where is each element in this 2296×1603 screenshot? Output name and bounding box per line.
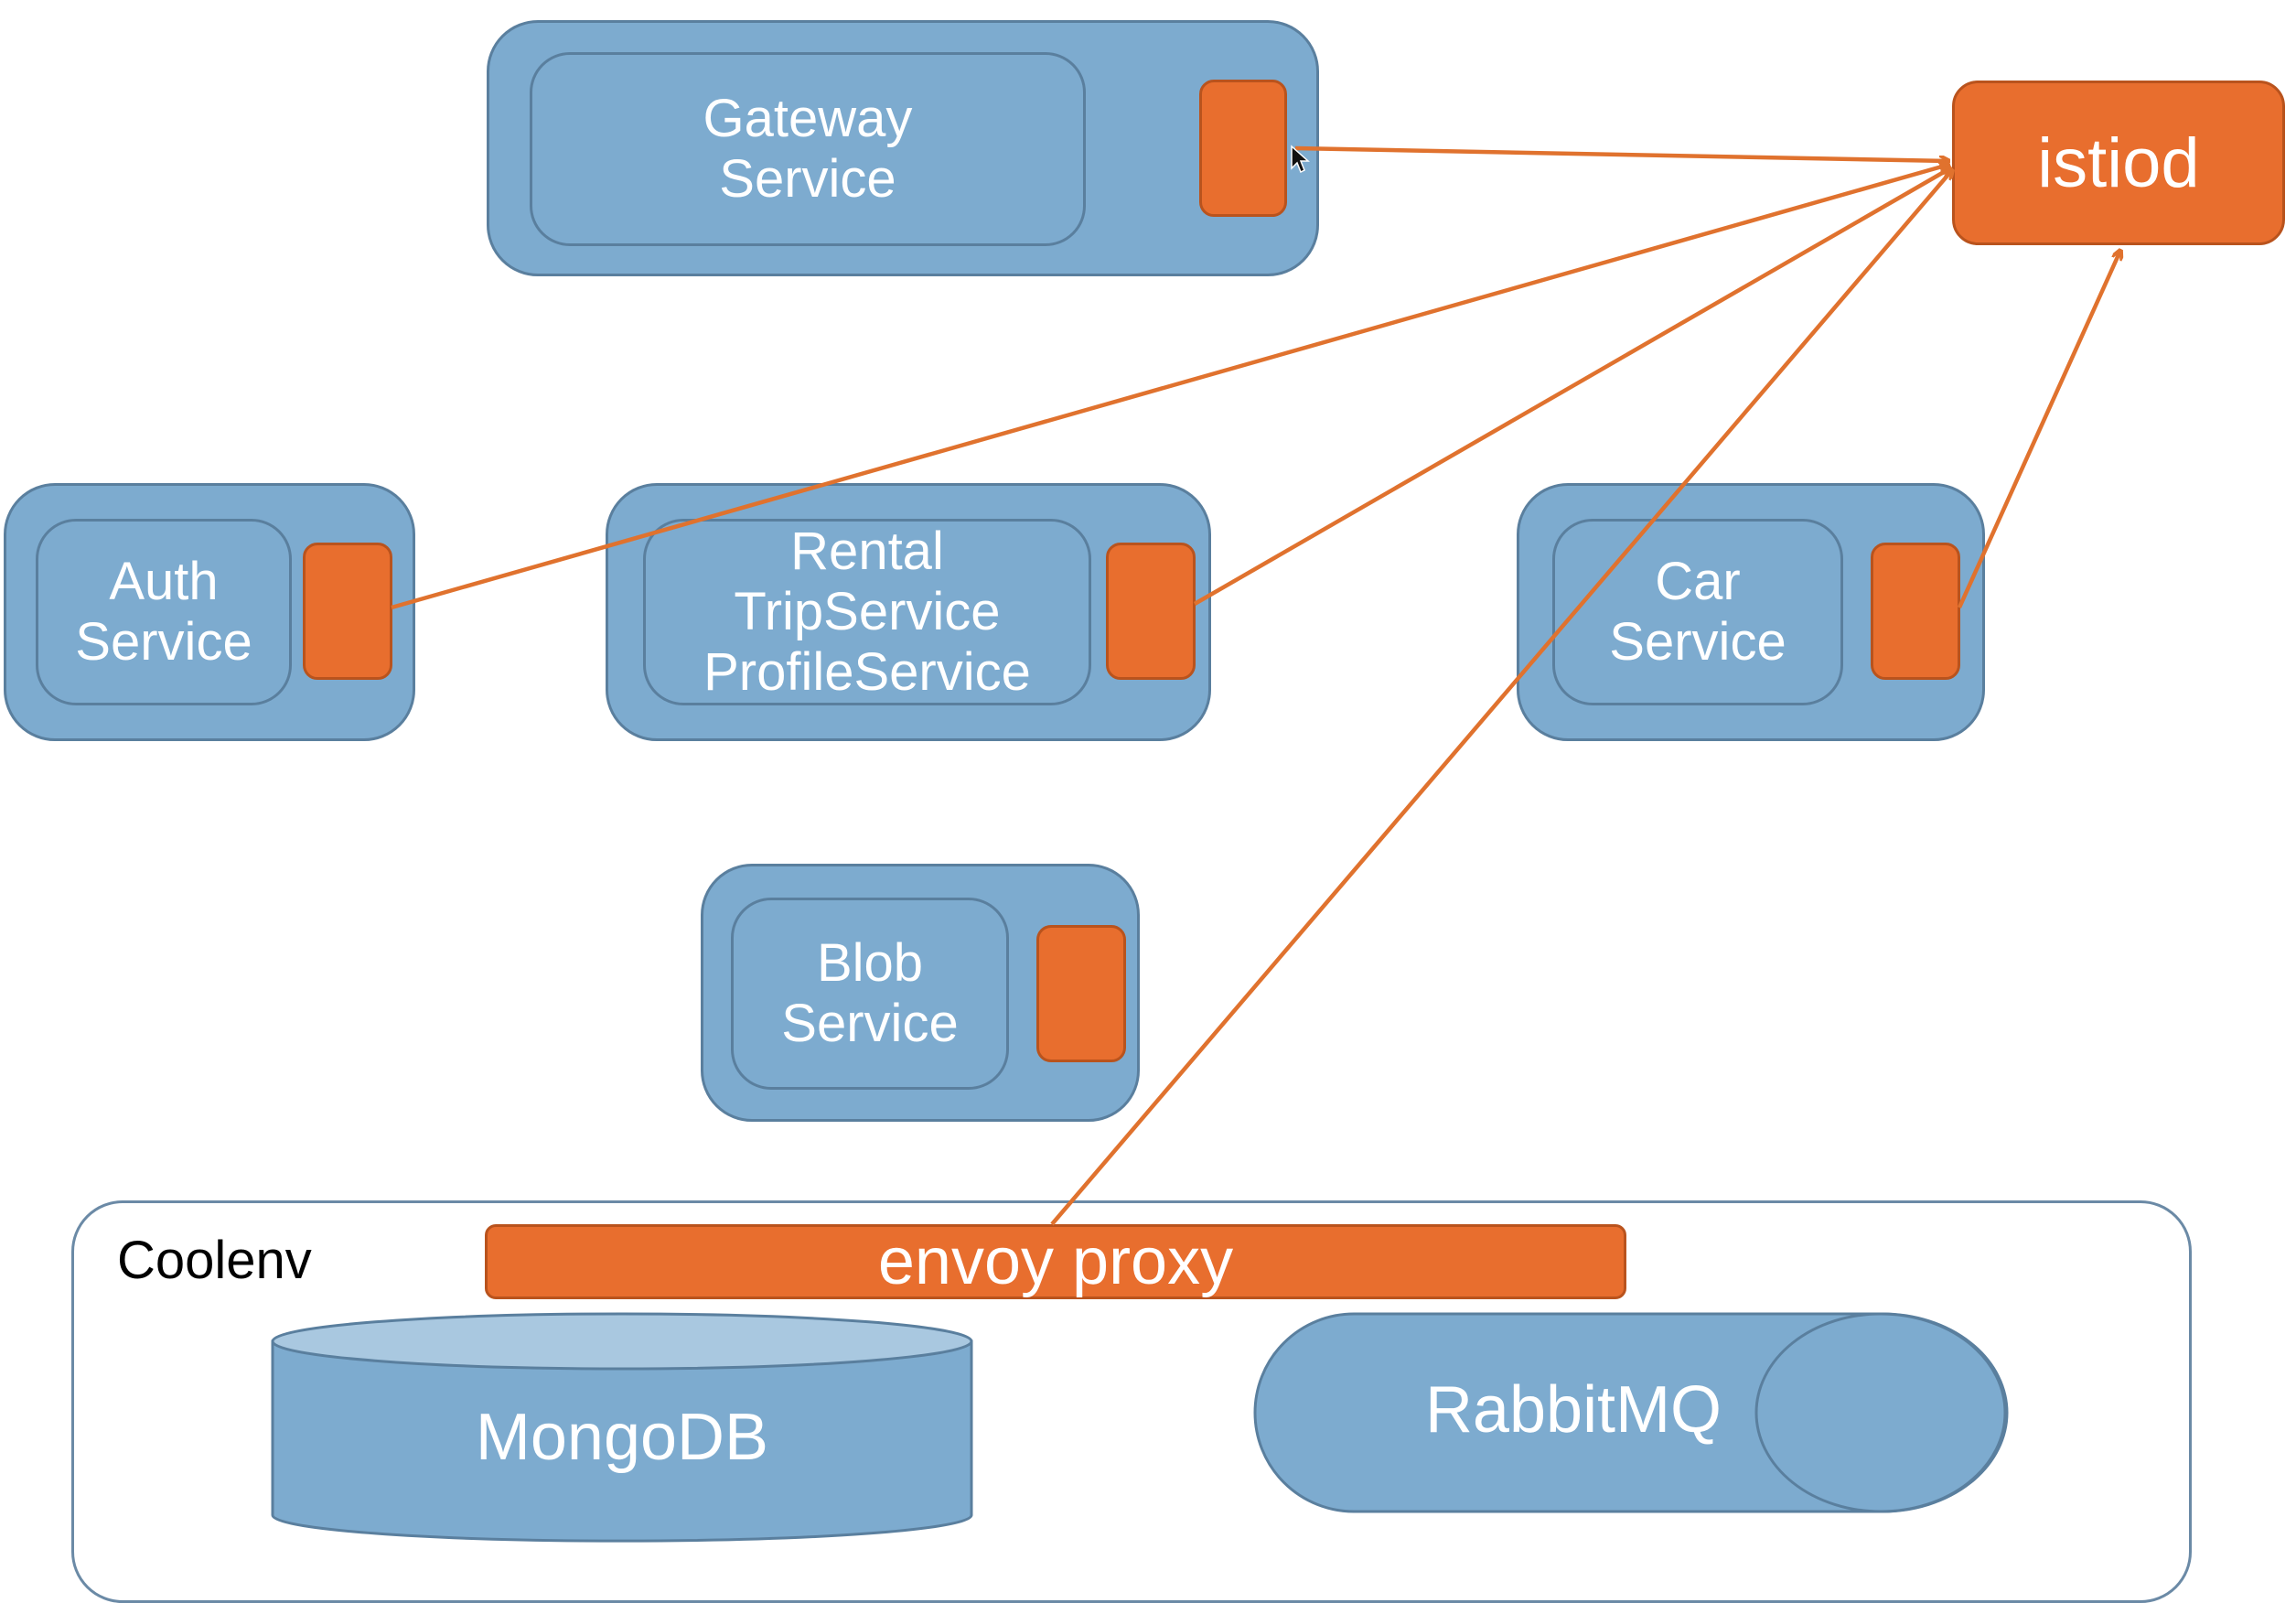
coolenv-label: Coolenv xyxy=(117,1231,312,1290)
blob-service-line1: Blob xyxy=(816,933,924,993)
car-sidecar xyxy=(1871,543,1960,680)
car-service-line1: Car xyxy=(1655,552,1741,611)
istiod-label: istiod xyxy=(2037,124,2200,202)
rental-pod: Rental TripService ProfileService xyxy=(606,483,1211,741)
mongodb-text: MongoDB xyxy=(475,1401,769,1474)
car-service-line2: Service xyxy=(1609,612,1786,672)
blob-pod: Blob Service xyxy=(701,864,1140,1122)
car-service-box: Car Service xyxy=(1552,519,1843,705)
rental-service-line2: TripService xyxy=(734,582,1001,641)
gateway-service-box: Gateway Service xyxy=(530,52,1086,246)
rental-sidecar xyxy=(1106,543,1196,680)
blob-service-box: Blob Service xyxy=(731,898,1009,1090)
envoy-proxy-bar: envoy proxy xyxy=(485,1224,1626,1299)
auth-service-line1: Auth xyxy=(109,552,219,611)
arrow-gateway-to-istiod xyxy=(1294,145,1948,161)
blob-service-line2: Service xyxy=(781,994,959,1053)
rabbitmq-text: RabbitMQ xyxy=(1424,1373,1722,1447)
arrow-auth-to-istiod xyxy=(391,165,1948,610)
istiod-box: istiod xyxy=(1952,81,2285,245)
rabbitmq-cylinder xyxy=(1253,1312,2009,1513)
rental-service-line1: Rental xyxy=(790,522,944,581)
auth-sidecar xyxy=(303,543,392,680)
arrow-rental-to-istiod xyxy=(1193,168,1950,606)
auth-service-box: Auth Service xyxy=(36,519,292,705)
arrow-car-to-istiod xyxy=(1957,251,2120,608)
mouse-cursor-icon xyxy=(1291,145,1310,174)
mongodb-cylinder xyxy=(271,1312,973,1543)
rental-service-box: Rental TripService ProfileService xyxy=(643,519,1091,705)
mongodb-label: MongoDB xyxy=(273,1369,971,1506)
connection-arrows xyxy=(391,145,2120,1226)
gateway-service-line2: Service xyxy=(719,149,896,209)
gateway-sidecar xyxy=(1199,80,1287,217)
auth-service-line2: Service xyxy=(75,612,252,672)
auth-pod: Auth Service xyxy=(4,483,415,741)
rental-service-line3: ProfileService xyxy=(703,642,1031,702)
blob-sidecar xyxy=(1036,925,1126,1062)
arrow-envoy-to-istiod xyxy=(1050,170,1952,1226)
gateway-pod: Gateway Service xyxy=(487,20,1319,276)
rabbitmq-label: RabbitMQ xyxy=(1336,1341,1811,1479)
gateway-service-line1: Gateway xyxy=(703,89,913,148)
envoy-proxy-label: envoy proxy xyxy=(877,1225,1234,1298)
car-pod: Car Service xyxy=(1517,483,1985,741)
diagram-connectors xyxy=(271,145,2296,1543)
